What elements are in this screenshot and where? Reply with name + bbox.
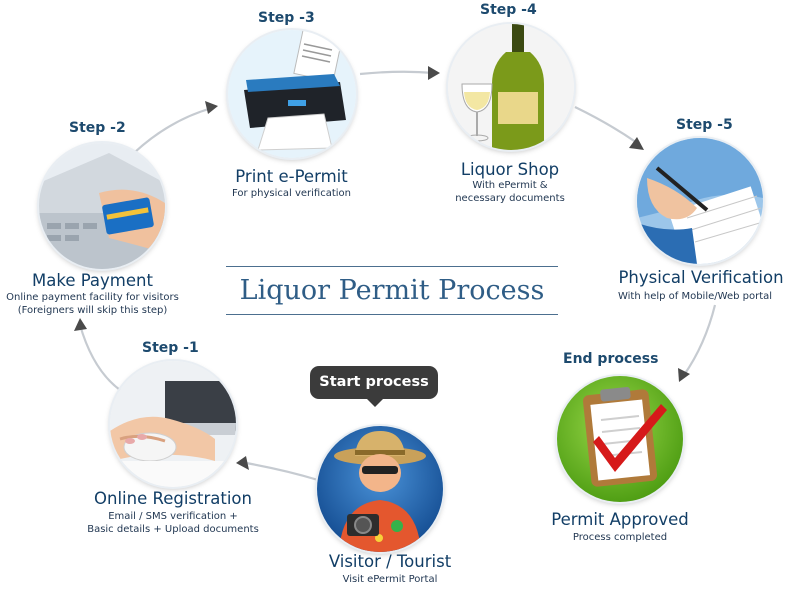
arrow-step4-to-step5 [574, 106, 641, 146]
visitor-title: Visitor / Tourist [328, 552, 452, 571]
step-1-subtitle-line-1: Email / SMS verification + [108, 511, 238, 522]
end-subtitle: Process completed [572, 532, 668, 543]
step-4-label: Step -4 [480, 2, 537, 18]
arrow-visitor-to-step1 [245, 461, 319, 482]
clipboard-check-icon [557, 376, 683, 502]
step-3-subtitle: For physical verification [231, 188, 352, 199]
start-bubble-pointer [366, 398, 384, 407]
step-5-subtitle: With help of Mobile/Web portal [617, 291, 773, 302]
step-3-label: Step -3 [258, 10, 315, 26]
printer-icon [228, 30, 356, 158]
step-5-title: Physical Verification [618, 268, 784, 287]
end-process-label: End process [563, 351, 659, 367]
step-4-subtitle-line-1: With ePermit & [472, 180, 548, 191]
wine-bottle-icon [448, 24, 574, 150]
step-1-title: Online Registration [94, 489, 252, 508]
credit-card-icon [39, 143, 165, 269]
step-2-title: Make Payment [32, 271, 153, 290]
computer-mouse-icon [110, 361, 236, 487]
diagram-title: Liquor Permit Process [226, 266, 558, 315]
step-1-label: Step -1 [142, 340, 199, 356]
arrow-step2-to-step3 [134, 106, 213, 153]
step-2-label: Step -2 [69, 120, 126, 136]
start-process-bubble: Start process [310, 366, 438, 399]
visitor-subtitle: Visit ePermit Portal [342, 574, 438, 585]
arrow-step3-to-step4 [359, 70, 435, 76]
step-2-subtitle-line-2: (Foreigners will skip this step) [17, 305, 168, 316]
tourist-icon [317, 426, 443, 552]
step-1-subtitle-line-2: Basic details + Upload documents [87, 524, 259, 535]
writing-hand-icon [637, 138, 763, 264]
step-4-title: Liquor Shop [460, 160, 560, 179]
arrow-step1-to-step2 [78, 324, 121, 391]
end-title: Permit Approved [551, 510, 689, 529]
step-3-title: Print e-Permit [235, 167, 348, 186]
step-2-subtitle-line-1: Online payment facility for visitors [6, 292, 179, 303]
step-5-label: Step -5 [676, 117, 733, 133]
step-4-subtitle-line-2: necessary documents [455, 193, 565, 204]
arrow-step5-to-end [683, 304, 717, 376]
